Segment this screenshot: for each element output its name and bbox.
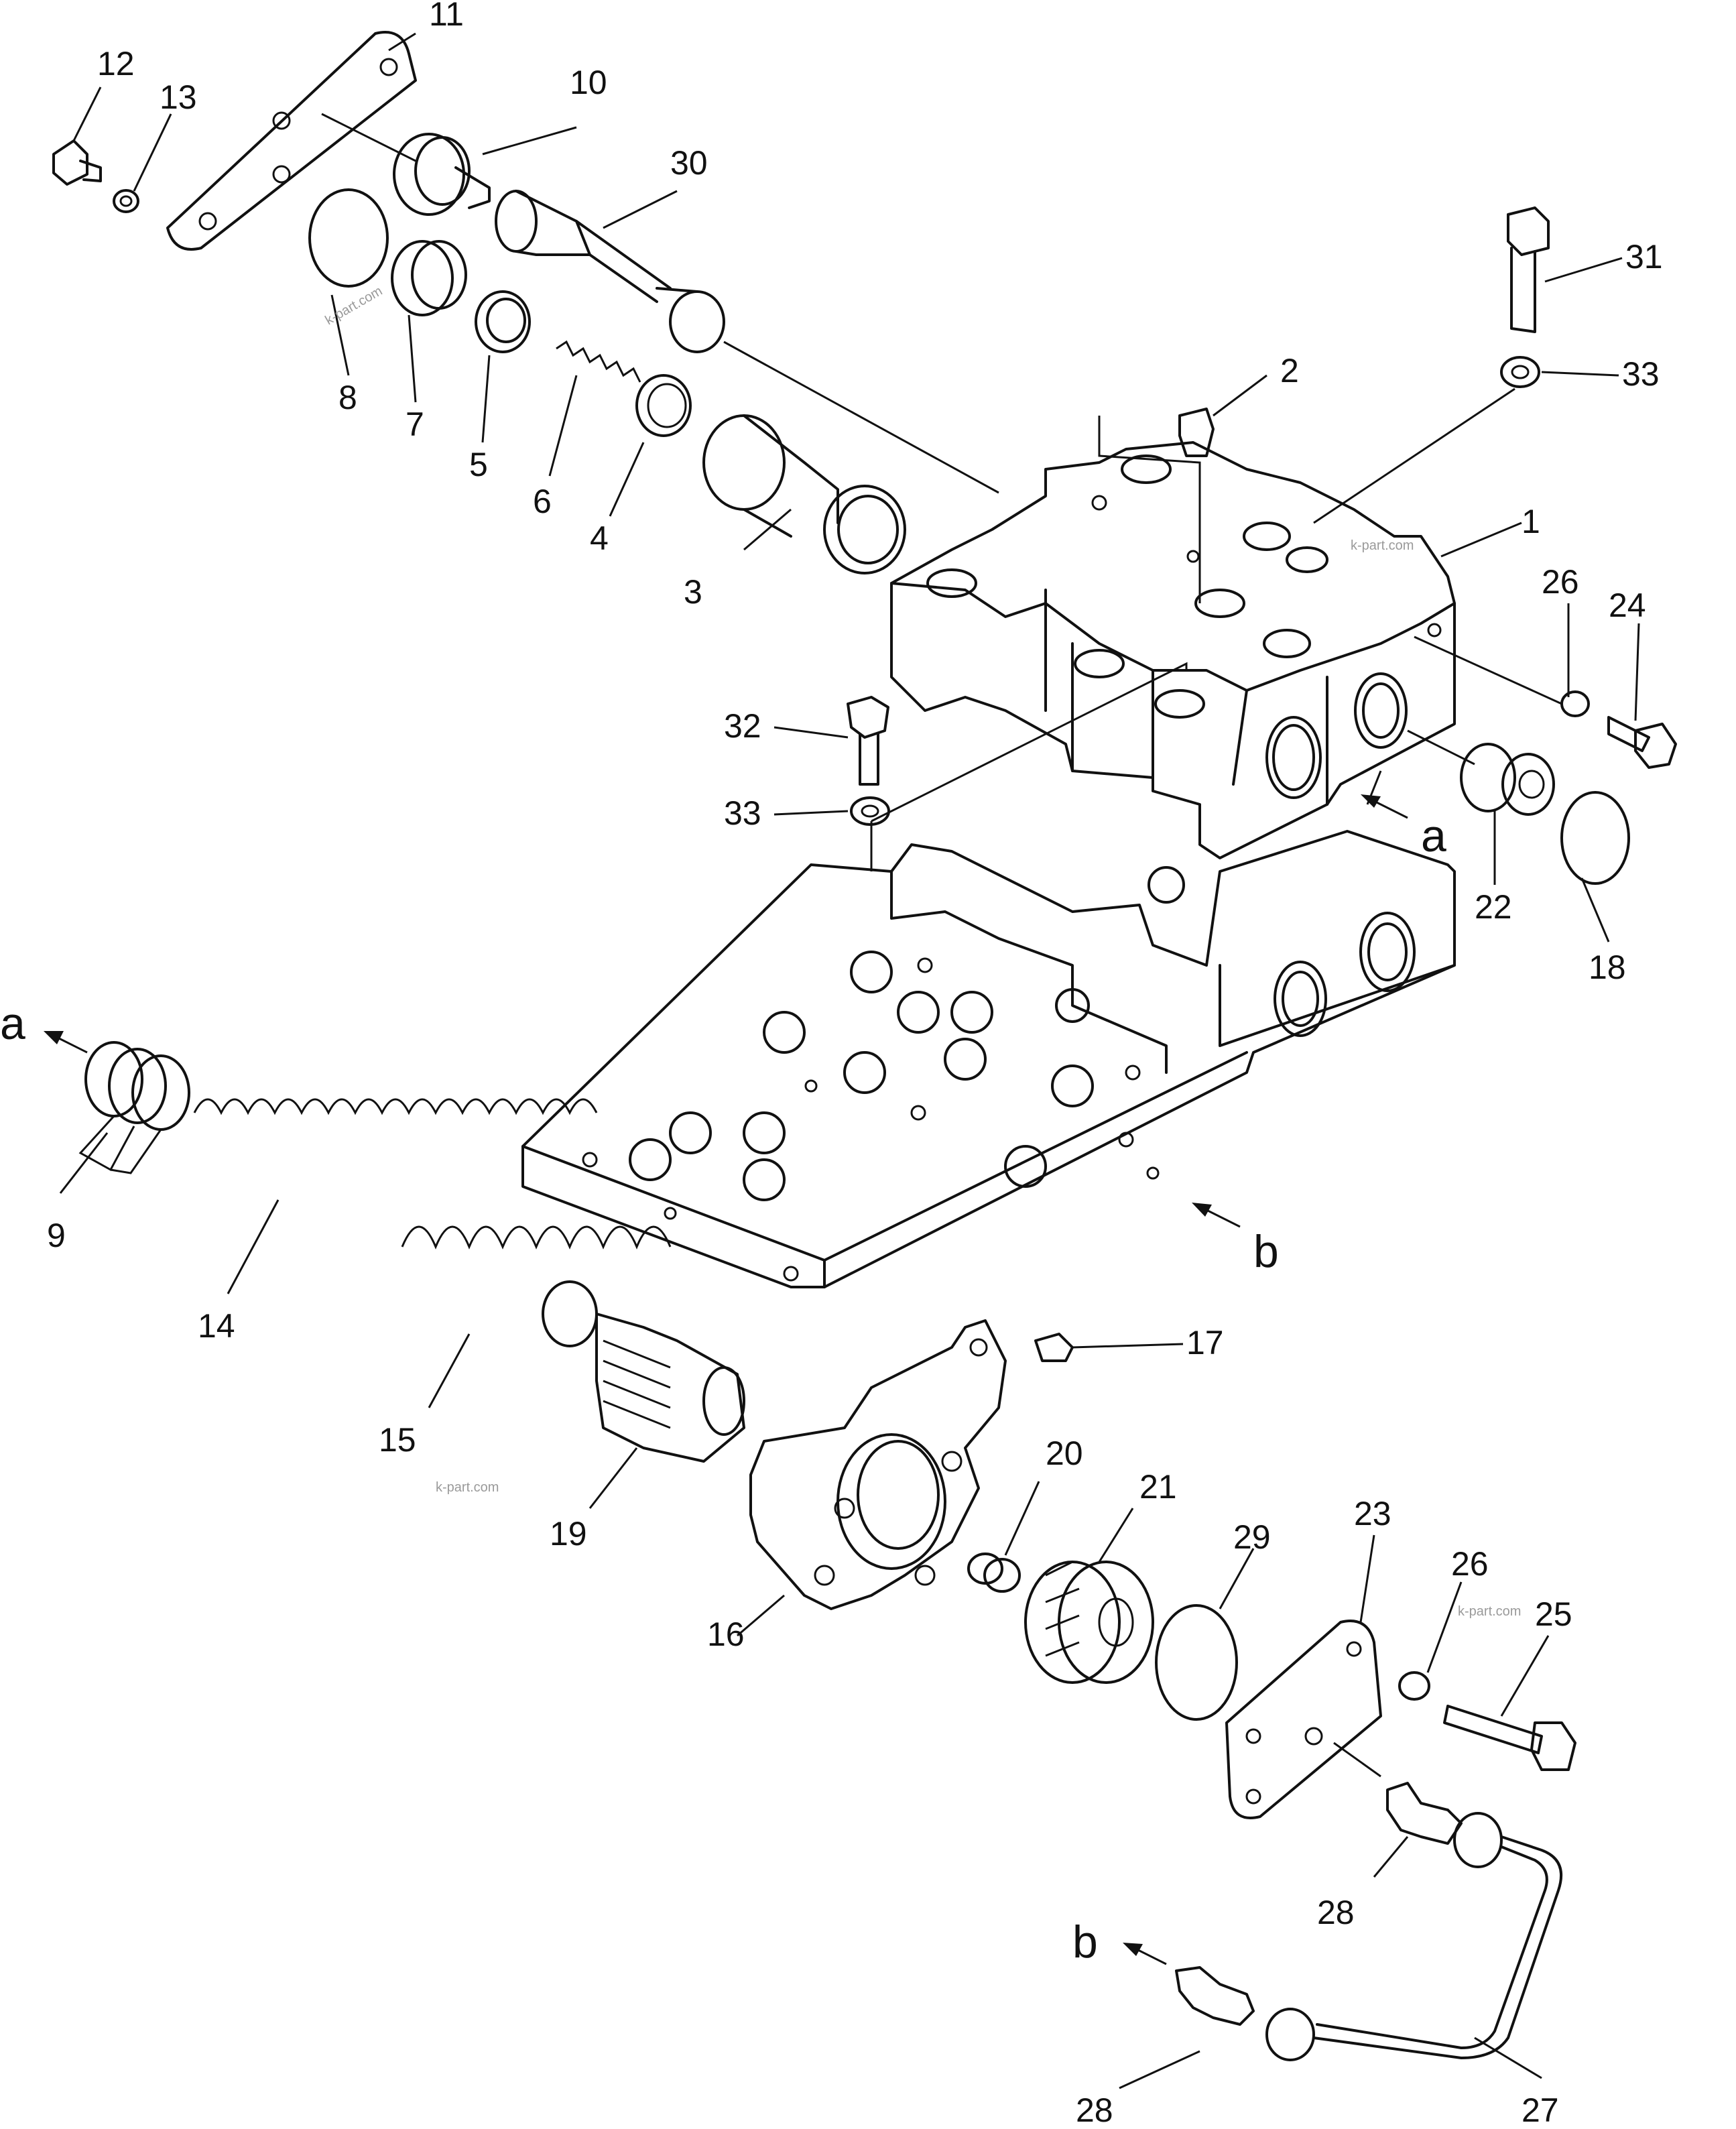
watermark: k-part.com [436, 1480, 499, 1495]
valve-body-upper [890, 441, 1456, 859]
bolt-25 [1443, 1705, 1576, 1771]
spool-30 [495, 190, 725, 353]
o-ring-29 [1155, 1604, 1238, 1721]
callout-25: 25 [1535, 1595, 1572, 1633]
callout-30: 30 [670, 144, 708, 182]
callout-28-lower: 28 [1076, 2091, 1113, 2129]
piston-19 [595, 1313, 745, 1463]
callout-1: 1 [1522, 503, 1540, 540]
watermark: k-part.com [1458, 1604, 1521, 1619]
bolt-12 [52, 139, 102, 186]
spring-14 [193, 1098, 598, 1115]
valve-body-lower-plate [521, 830, 1456, 1288]
o-ring-8 [308, 188, 389, 288]
flow-arrows [44, 794, 1408, 1965]
watermarks: k-part.com k-part.com k-part.com k-part.… [323, 284, 1522, 1619]
callout-17: 17 [1186, 1324, 1224, 1361]
plug-17 [1034, 1333, 1074, 1362]
pipe-27 [1265, 1812, 1563, 2061]
washer-13 [113, 189, 139, 213]
piston-7 [391, 240, 467, 316]
washer-33-mid [850, 796, 890, 826]
callout-14: 14 [198, 1307, 235, 1345]
callout-31: 31 [1625, 238, 1663, 276]
marker-a-left: a [0, 998, 25, 1049]
washer-26-upper [1560, 690, 1590, 717]
callout-7: 7 [406, 406, 424, 443]
callout-5: 5 [469, 446, 488, 483]
callout-27: 27 [1522, 2091, 1559, 2129]
piston-10 [393, 133, 491, 216]
callout-9: 9 [47, 1217, 66, 1254]
callout-13: 13 [160, 78, 197, 116]
plug-20 [967, 1553, 1021, 1593]
callout-24: 24 [1609, 587, 1646, 624]
callout-labels: 1 2 3 4 5 6 7 8 9 10 11 12 13 14 15 16 1… [47, 0, 1663, 2129]
callout-26-lower: 26 [1451, 1545, 1489, 1583]
washer-26-lower [1398, 1671, 1430, 1701]
bolt-32 [847, 696, 889, 786]
callout-11: 11 [429, 0, 464, 33]
callout-15: 15 [379, 1421, 416, 1459]
marker-b-right: b [1253, 1226, 1279, 1277]
callout-29: 29 [1233, 1518, 1271, 1556]
callout-16: 16 [707, 1616, 745, 1653]
callout-8: 8 [338, 379, 357, 416]
connector-28-upper [1386, 1782, 1463, 1845]
watermark: k-part.com [1351, 538, 1414, 553]
callout-6: 6 [533, 483, 552, 520]
seal-rings-9 [78, 1041, 190, 1174]
watermark: k-part.com [323, 284, 385, 328]
callout-22: 22 [1475, 888, 1512, 926]
callout-33-top: 33 [1622, 355, 1660, 393]
callout-19: 19 [550, 1515, 587, 1553]
washer-33-top [1500, 356, 1540, 388]
callout-18: 18 [1589, 949, 1626, 986]
callout-20: 20 [1046, 1435, 1083, 1472]
callout-32: 32 [724, 707, 761, 745]
callout-2: 2 [1280, 352, 1299, 389]
flow-markers: a a b b [0, 810, 1446, 1967]
piston-21 [1024, 1561, 1154, 1684]
plug-4 [635, 374, 692, 437]
bolt-24 [1607, 716, 1677, 769]
callout-3: 3 [684, 573, 702, 611]
connector-28-lower [1175, 1966, 1255, 2026]
callout-23: 23 [1354, 1495, 1391, 1532]
housing-16 [749, 1319, 1007, 1610]
plug-2 [1178, 408, 1215, 457]
callout-12: 12 [97, 45, 135, 82]
callout-26-upper: 26 [1542, 563, 1579, 601]
callout-leaders [59, 32, 1640, 2089]
callout-10: 10 [570, 64, 607, 101]
plug-22 [1460, 743, 1555, 816]
cover-plate-11 [166, 31, 417, 251]
bolt-31 [1507, 206, 1550, 333]
marker-b-bottom: b [1072, 1917, 1098, 1967]
callout-4: 4 [590, 520, 609, 557]
callout-28-upper: 28 [1317, 1894, 1355, 1931]
cover-plate-23 [1225, 1620, 1382, 1819]
spool-3 [702, 414, 906, 574]
callout-21: 21 [1139, 1468, 1177, 1506]
spring-6 [556, 340, 641, 383]
sleeve-5 [475, 290, 531, 353]
spring-15 [401, 1225, 672, 1347]
marker-a-right: a [1421, 810, 1446, 861]
callout-33-mid: 33 [724, 794, 761, 832]
o-ring-18 [1560, 791, 1630, 885]
